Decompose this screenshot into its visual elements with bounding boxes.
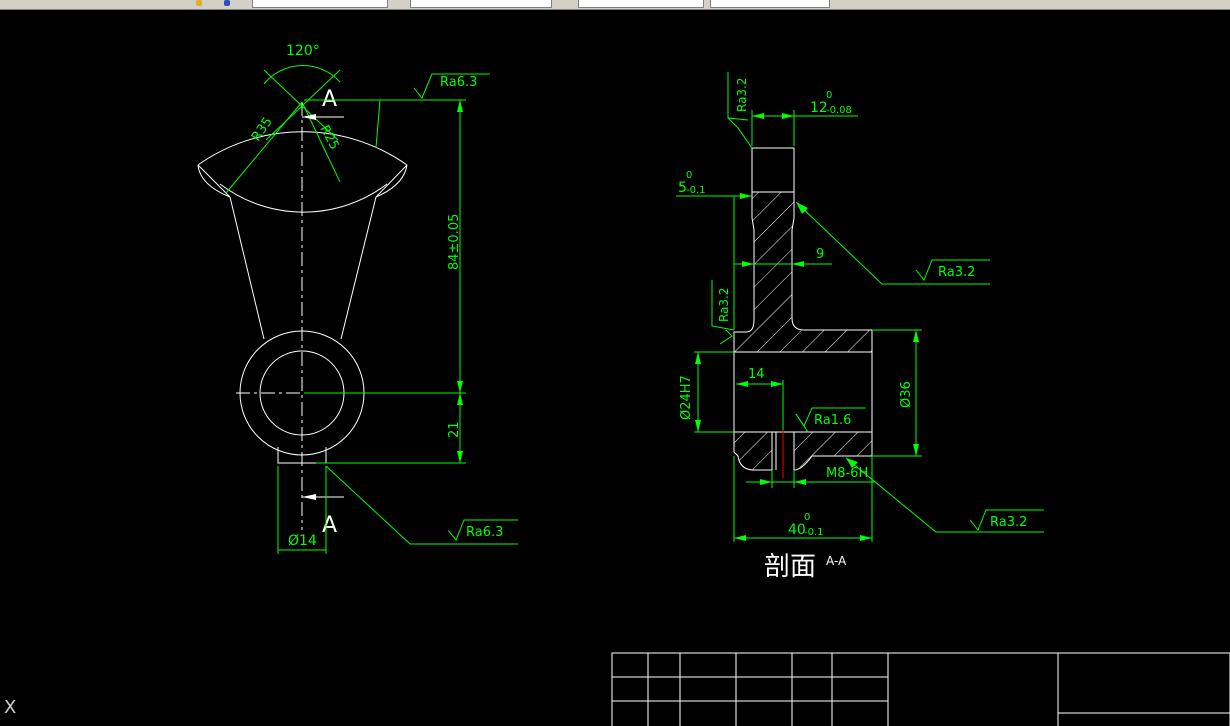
color-dropdown[interactable] bbox=[410, 0, 552, 8]
boss-dia-label: Ø14 bbox=[288, 533, 317, 549]
sector-left-edge-2 bbox=[197, 164, 231, 198]
roughness-top-label: Ra6.3 bbox=[440, 75, 477, 90]
dim-hole-pos: 14 bbox=[748, 367, 765, 382]
dim-groove-lower: -0.1 bbox=[686, 185, 706, 196]
height-dim-label: 84±0.05 bbox=[447, 214, 462, 270]
dim-length-lower: -0.1 bbox=[804, 527, 824, 538]
dim-length-upper: 0 bbox=[804, 512, 810, 523]
hatched-stem bbox=[733, 191, 873, 353]
thread-label: M8-6H bbox=[826, 466, 868, 481]
angle-label: 120° bbox=[286, 43, 320, 59]
dim-top-width-upper: 0 bbox=[826, 90, 832, 101]
section-title-suffix: A-A bbox=[826, 554, 847, 568]
front-view: 120° R35 R25 A A Ra6.3 84±0.05 21 bbox=[197, 43, 518, 554]
cad-toolbar-strip bbox=[0, 0, 1230, 10]
dim-groove-upper: 0 bbox=[686, 170, 692, 181]
bottom-right-wall bbox=[793, 431, 873, 471]
layer-icon[interactable] bbox=[196, 0, 202, 6]
roughness-bottom: Ra3.2 bbox=[990, 515, 1027, 530]
linetype-dropdown[interactable] bbox=[578, 0, 704, 8]
layer-state-icon[interactable] bbox=[224, 0, 230, 6]
sector-right-edge bbox=[375, 164, 408, 198]
section-mark-bottom: A bbox=[322, 513, 337, 538]
bottom-left-wall bbox=[733, 431, 773, 471]
r35-leader bbox=[225, 101, 303, 194]
sector-outer-arc bbox=[197, 131, 408, 166]
roughness-top-left: Ra3.2 bbox=[735, 77, 749, 112]
roughness-flange-left: Ra3.2 bbox=[717, 287, 731, 322]
roughness-bottom-label: Ra6.3 bbox=[466, 525, 503, 540]
dim-outer: Ø36 bbox=[899, 381, 914, 408]
title-block bbox=[611, 652, 1230, 726]
lower-neck bbox=[277, 447, 327, 464]
dim-neck: 9 bbox=[816, 247, 824, 262]
roughness-neck: Ra3.2 bbox=[938, 265, 975, 280]
r25-label: R25 bbox=[316, 123, 341, 153]
dim-top-width: 12 bbox=[810, 100, 828, 116]
dim-groove: 5 bbox=[678, 180, 687, 196]
sector-right-edge-2 bbox=[375, 164, 408, 198]
dim-top-width-lower: -0.08 bbox=[826, 105, 852, 116]
section-view: 12 0 -0.08 Ra3.2 5 0 -0.1 9 Ra3.2 Ra3.2 bbox=[676, 72, 1044, 582]
lower-dim-label: 21 bbox=[447, 421, 462, 438]
dim-length: 40 bbox=[788, 522, 806, 538]
layer-dropdown[interactable] bbox=[252, 0, 388, 8]
ucs-axis-label: X bbox=[4, 697, 17, 718]
roughness-hole: Ra1.6 bbox=[814, 413, 851, 428]
section-title: 剖面 bbox=[764, 552, 816, 582]
arm-right bbox=[340, 196, 377, 340]
sector-inner-arc bbox=[219, 183, 388, 213]
drawing-canvas[interactable]: 120° R35 R25 A A Ra6.3 84±0.05 21 bbox=[0, 10, 1230, 726]
sector-left-edge bbox=[197, 164, 231, 198]
arm-left bbox=[229, 196, 265, 340]
dim-bore: Ø24H7 bbox=[679, 375, 694, 420]
r25-leader bbox=[301, 101, 341, 183]
r35-label: R35 bbox=[249, 115, 276, 145]
angle-leader-1 bbox=[263, 69, 339, 141]
stem-top bbox=[751, 147, 795, 193]
lineweight-dropdown[interactable] bbox=[710, 0, 830, 8]
